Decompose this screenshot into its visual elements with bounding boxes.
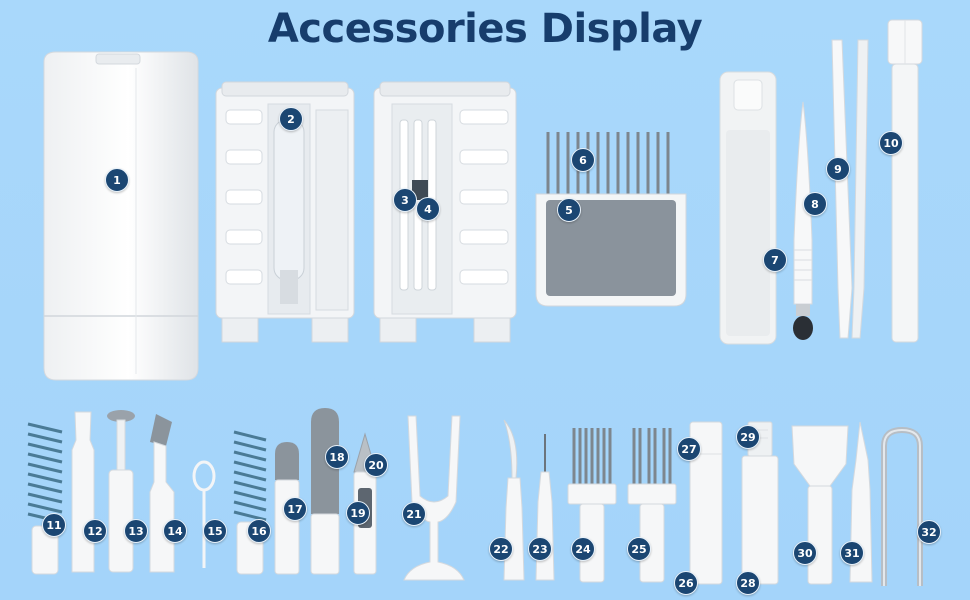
bristle-brush-with-pad xyxy=(532,128,690,312)
round-pad-tool xyxy=(104,408,138,576)
badge-31: 31 xyxy=(840,541,864,565)
badge-22: 22 xyxy=(489,537,513,561)
badge-23: 23 xyxy=(528,537,552,561)
scraper-block-28-29 xyxy=(740,420,780,586)
badge-5: 5 xyxy=(557,198,581,222)
badge-30: 30 xyxy=(793,541,817,565)
badge-18: 18 xyxy=(325,445,349,469)
badge-27: 27 xyxy=(677,437,701,461)
badge-24: 24 xyxy=(571,537,595,561)
badge-9: 9 xyxy=(826,157,850,181)
badge-21: 21 xyxy=(402,502,426,526)
spiral-brush-large xyxy=(24,418,66,576)
spray-bottle xyxy=(718,70,778,348)
storage-case-open-front xyxy=(212,80,358,346)
badge-16: 16 xyxy=(247,519,271,543)
angled-brush xyxy=(144,412,178,576)
tweezers xyxy=(826,38,874,342)
badge-19: 19 xyxy=(346,501,370,525)
badge-13: 13 xyxy=(124,519,148,543)
badge-8: 8 xyxy=(803,192,827,216)
flat-brush-24 xyxy=(566,424,618,584)
badge-15: 15 xyxy=(203,519,227,543)
storage-case-open-side xyxy=(370,80,520,346)
keycap-puller xyxy=(876,426,928,588)
page-title: Accessories Display xyxy=(267,6,703,52)
stylus-pen xyxy=(786,100,820,344)
badge-10: 10 xyxy=(879,131,903,155)
badge-25: 25 xyxy=(627,537,651,561)
badge-3: 3 xyxy=(393,188,417,212)
badge-26: 26 xyxy=(674,571,698,595)
badge-7: 7 xyxy=(763,248,787,272)
badge-2: 2 xyxy=(279,107,303,131)
spiral-brush-small xyxy=(230,428,270,576)
badge-14: 14 xyxy=(163,519,187,543)
badge-12: 12 xyxy=(83,519,107,543)
badge-6: 6 xyxy=(571,148,595,172)
flat-brush-25 xyxy=(626,424,678,584)
storage-case-closed xyxy=(36,48,202,384)
badge-17: 17 xyxy=(283,497,307,521)
badge-1: 1 xyxy=(105,168,129,192)
y-shaped-tool xyxy=(398,412,470,584)
badge-11: 11 xyxy=(42,513,66,537)
scraper-block-26-27 xyxy=(688,420,724,586)
badge-32: 32 xyxy=(917,520,941,544)
sponge-stick-large xyxy=(308,406,342,576)
sim-pin xyxy=(190,460,218,572)
flat-pick xyxy=(70,410,96,576)
badge-20: 20 xyxy=(364,453,388,477)
cleaning-tube xyxy=(884,16,926,346)
badge-29: 29 xyxy=(736,425,760,449)
thin-brush xyxy=(532,432,558,584)
badge-4: 4 xyxy=(416,197,440,221)
badge-28: 28 xyxy=(736,571,760,595)
